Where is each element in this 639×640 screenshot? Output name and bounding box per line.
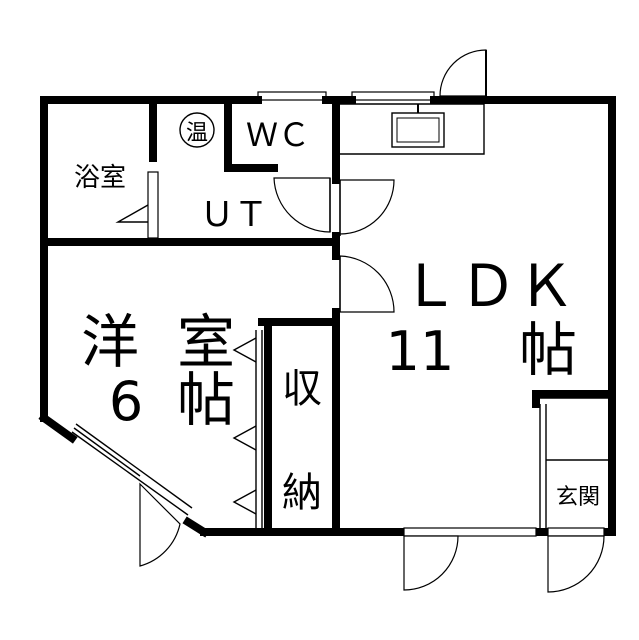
wc-label: ＷＣ [246,116,310,154]
thin-lines [71,103,608,537]
doors [139,49,605,593]
western-room-size: 6 [109,370,143,433]
western-room-name-2: 室 [177,308,235,376]
window-kitchen [351,91,435,101]
walls [38,96,616,538]
water-heater-symbol [179,112,215,148]
storage-char-1: 収 [282,366,322,412]
ldk-label: ＬＤＫ [401,252,575,320]
ldk-unit: 帖 [519,316,577,384]
utility-label: ＵＴ [200,195,268,235]
ldk-size: 11 [386,320,455,383]
water-heater-label: 温 [186,121,208,146]
western-room-unit: 帖 [177,366,235,434]
bath-label: 浴室 [74,163,126,193]
western-room-name-1: 洋 [81,308,139,376]
entrance-label: 玄関 [556,485,600,510]
storage-char-2: 納 [282,470,322,516]
window-wc [257,91,327,101]
